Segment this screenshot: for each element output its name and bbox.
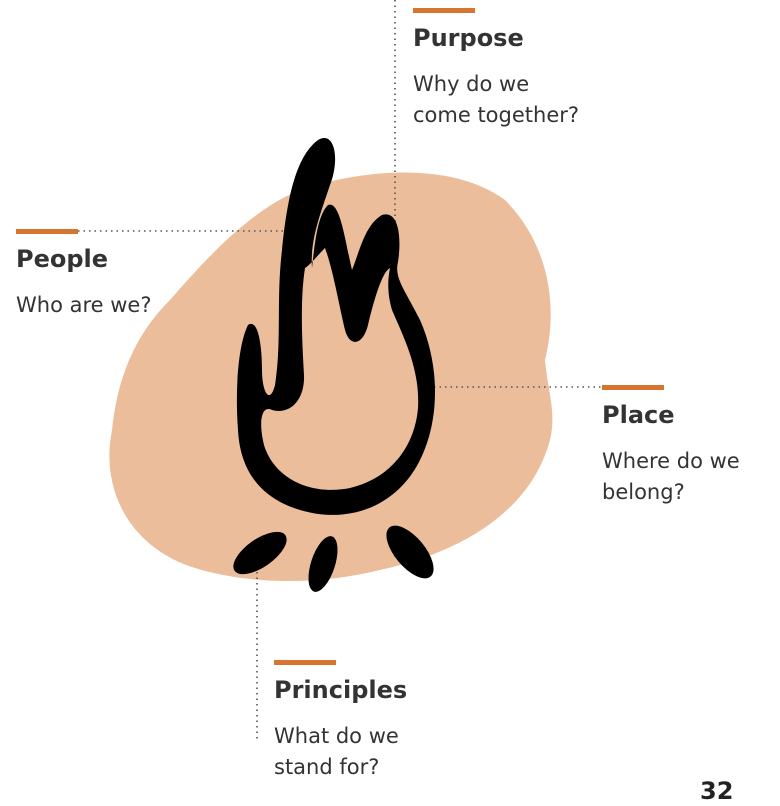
flame-shape (236, 138, 435, 515)
people-desc-line1: Who are we? (16, 293, 152, 317)
place-node: Place Where do we belong? (602, 385, 740, 508)
people-accent-bar (16, 229, 78, 234)
campfire-icon (233, 138, 435, 592)
principles-title: Principles (274, 676, 408, 704)
place-description: Where do we belong? (602, 446, 740, 508)
purpose-title: Purpose (413, 24, 524, 52)
purpose-desc-line2: come together? (413, 103, 580, 127)
place-title: Place (602, 401, 675, 429)
people-title: People (16, 245, 109, 273)
background-blob (109, 172, 553, 582)
place-accent-bar (602, 385, 664, 390)
principles-desc-line1: What do we (274, 724, 399, 748)
people-description: Who are we? (16, 290, 151, 321)
log-right (386, 525, 434, 579)
principles-desc-line2: stand for? (274, 755, 380, 779)
place-desc-line1: Where do we (602, 449, 740, 473)
principles-node: Principles What do we stand for? (274, 660, 407, 783)
place-desc-line2: belong? (602, 480, 685, 504)
log-left (233, 531, 287, 575)
purpose-node: Purpose Why do we come together? (413, 8, 579, 131)
log-middle (308, 536, 338, 592)
people-node: People Who are we? (16, 229, 151, 321)
purpose-desc-line1: Why do we (413, 72, 530, 96)
principles-accent-bar (274, 660, 336, 665)
purpose-description: Why do we come together? (413, 69, 579, 131)
page-number: 32 (700, 777, 734, 805)
purpose-accent-bar (413, 8, 475, 13)
principles-description: What do we stand for? (274, 721, 407, 783)
connector-lines (78, 0, 604, 740)
